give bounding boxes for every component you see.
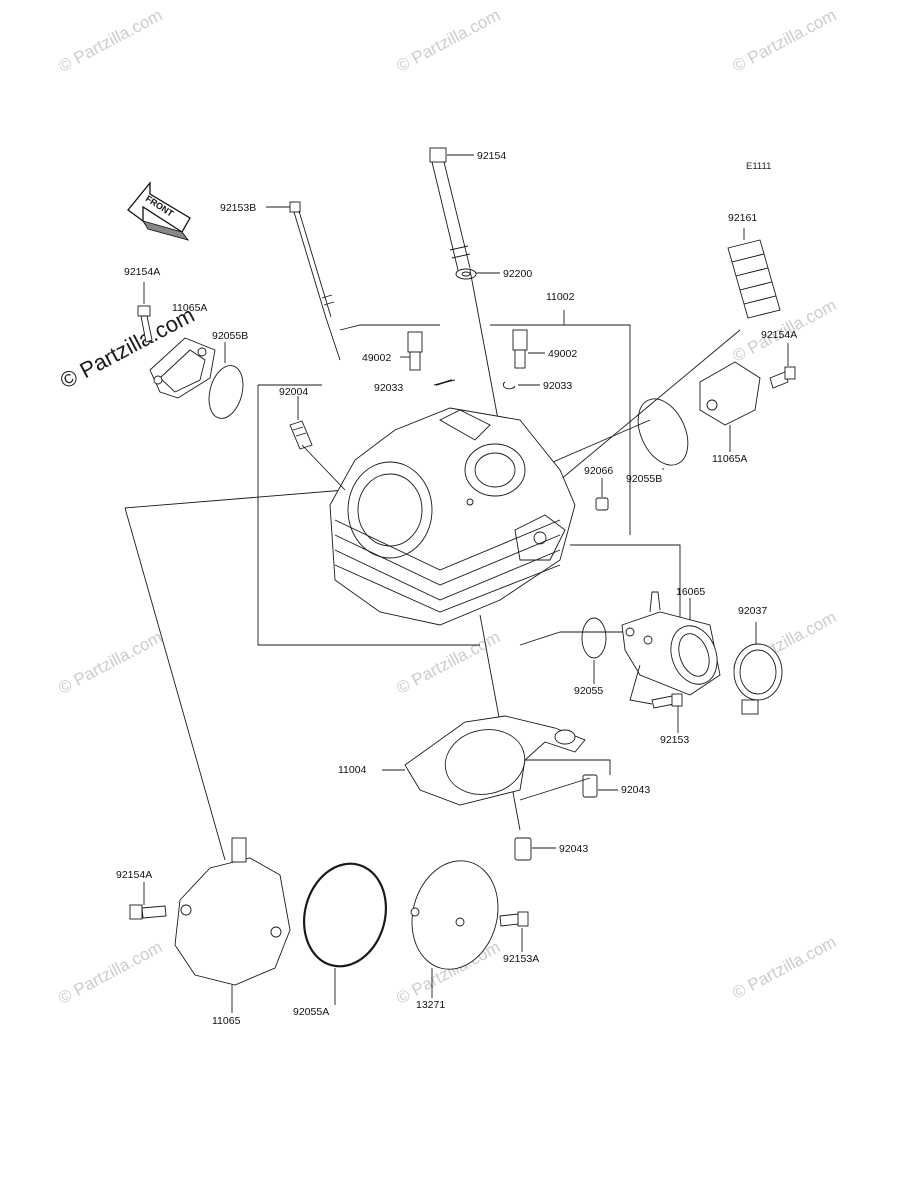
bolt-92154: [429, 147, 501, 431]
callout-92055: 92055: [574, 685, 604, 697]
callout-11065a-right: 11065A: [712, 453, 748, 465]
intake-pipe-16065: [621, 591, 721, 696]
diagram-ref-code: E1111: [746, 161, 772, 172]
callout-11065: 11065: [212, 1015, 241, 1027]
valve-cap-11065a-left: [149, 337, 216, 399]
valve-guide-49002-left: [407, 331, 423, 371]
callout-92153a: 92153A: [503, 953, 540, 965]
clamp-92037: [733, 643, 783, 715]
callout-13271: 13271: [416, 999, 446, 1011]
dowel-92043-bottom: [514, 837, 532, 861]
callout-92153: 92153: [660, 734, 690, 746]
dowel-92066: [595, 497, 609, 511]
front-arrow-icon: [127, 181, 191, 241]
dowel-92043-right: [582, 774, 598, 798]
callout-16065: 16065: [676, 586, 706, 598]
callout-92154: 92154: [477, 150, 507, 162]
callout-92066: 92066: [584, 465, 614, 477]
cover-11065: [174, 837, 291, 986]
callout-92200: 92200: [503, 268, 533, 280]
bolt-92154a-left: [137, 305, 153, 343]
o-ring-92055b-right: [637, 398, 689, 466]
cylinder-head-gasket-11004: [404, 715, 586, 806]
callout-92043-right: 92043: [621, 784, 651, 796]
callout-92033-left: 92033: [374, 382, 404, 394]
callout-49002-right: 49002: [548, 348, 578, 360]
callout-92037: 92037: [738, 605, 768, 617]
callout-92055a: 92055A: [293, 1006, 330, 1018]
o-ring-92055: [581, 617, 607, 659]
valve-guide-49002-right: [512, 329, 528, 369]
callout-92055b-left: 92055B: [212, 330, 249, 342]
callout-49002-left: 49002: [362, 352, 392, 364]
callout-92033-right: 92033: [543, 380, 573, 392]
bolt-92153: [651, 693, 683, 709]
o-ring-92055b-left: [208, 365, 244, 419]
washer-92200: [455, 268, 477, 280]
callout-92154a-left: 92154A: [124, 266, 161, 278]
callout-11065a-left: 11065A: [172, 302, 208, 314]
cylinder-head-11002: [329, 407, 576, 626]
stud-bolt-92153b: [289, 201, 341, 361]
bolt-92153a: [499, 911, 529, 927]
bolt-92154a-bottom: [129, 904, 167, 920]
callout-11002: 11002: [546, 291, 575, 303]
valve-cap-11065a-right: [699, 361, 761, 426]
callout-92055b-right: 92055B: [626, 473, 663, 485]
callout-92004: 92004: [279, 386, 309, 398]
o-ring-92055a: [302, 862, 388, 968]
callout-92154a-right: 92154A: [761, 329, 798, 341]
callout-11004: 11004: [338, 764, 367, 776]
plate-13271: [410, 860, 499, 970]
callout-92161: 92161: [728, 212, 758, 224]
callout-92153b: 92153B: [220, 202, 257, 214]
circlip-92033-right: [502, 381, 516, 390]
stud-92004: [289, 420, 313, 450]
damper-rubber-92161: [727, 239, 781, 319]
callout-92154a-bottom: 92154A: [116, 869, 153, 881]
callout-92043-bottom: 92043: [559, 843, 589, 855]
bolt-92154a-right: [769, 366, 796, 389]
